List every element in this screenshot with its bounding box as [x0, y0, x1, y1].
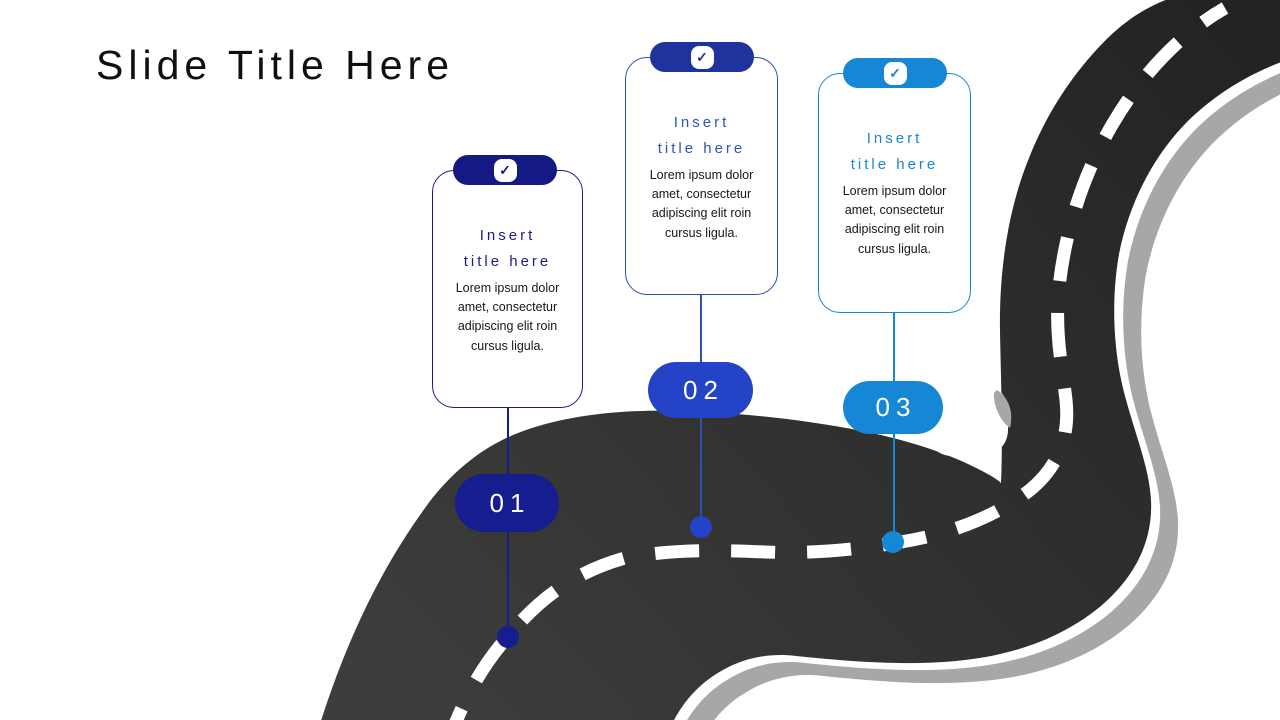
check-icon: ✓ [690, 45, 714, 69]
milestone-title: Insert title here [463, 227, 552, 271]
milestone-description: Lorem ipsum dolor amet, consectetur adip… [842, 183, 947, 256]
milestone-description: Lorem ipsum dolor amet, consectetur adip… [649, 167, 754, 240]
slide-title: Slide Title Here [96, 42, 455, 88]
step-number-badge-3: 03 [843, 381, 943, 434]
check-pill-3: ✓ [843, 58, 947, 88]
check-pill-2: ✓ [650, 42, 754, 72]
milestone-title: Insert title here [657, 114, 746, 158]
milestone-card-2: Insert title here Lorem ipsum dolor amet… [625, 57, 778, 295]
step-number-badge-2: 02 [648, 362, 753, 418]
road-center-dashes [449, 2, 1229, 720]
check-icon: ✓ [493, 158, 517, 182]
milestone-card-3: Insert title here Lorem ipsum dolor amet… [818, 73, 971, 313]
check-icon: ✓ [883, 61, 907, 85]
check-pill-1: ✓ [453, 155, 557, 185]
milestone-description: Lorem ipsum dolor amet, consectetur adip… [455, 280, 560, 353]
road-inner-bend-highlight [926, 384, 1008, 456]
connector-dot-3 [882, 531, 904, 553]
road-inner-bend-shadow [993, 390, 1012, 428]
milestone-title: Insert title here [850, 130, 939, 174]
step-number-badge-1: 01 [455, 474, 559, 532]
connector-dot-2 [690, 516, 712, 538]
connector-dot-1 [497, 626, 519, 648]
milestone-card-1: Insert title here Lorem ipsum dolor amet… [432, 170, 583, 408]
